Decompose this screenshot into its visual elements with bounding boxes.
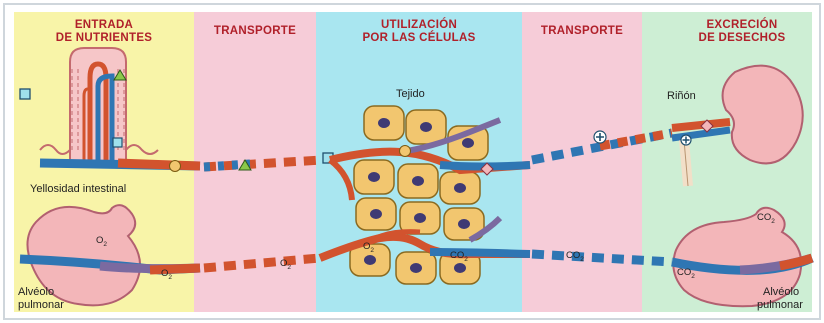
label-tissue: Tejido [396,88,425,100]
cross-molecule-icon [594,131,606,143]
circle-molecule-icon [170,161,181,172]
square-molecule-icon [20,89,30,99]
label-kidney: Riñón [667,90,696,102]
cross-molecule-icon [681,135,691,145]
square-molecule-icon [113,138,122,147]
circle-molecule-icon [400,146,411,157]
label-villus: Yellosidad intestinal [30,183,126,195]
label-alveolus-left-2: pulmonar [18,299,64,311]
label-alveolus-left-1: Alvéolo [18,286,54,298]
heading-utilization-line2: POR LAS CÉLULAS [362,31,475,44]
heading-excretion-line1: EXCRECIÓN [706,18,777,31]
heading-excretion-line2: DE DESECHOS [698,32,785,44]
heading-nutrients-line1: ENTRADA [75,19,133,31]
heading-utilization-line1: UTILIZACIÓN [381,18,457,31]
heading-nutrients-line2: DE NUTRIENTES [56,32,153,44]
heading-transport-left: TRANSPORTE [214,25,296,37]
label-alveolus-right-1: Alvéolo [763,286,799,298]
label-alveolus-right-2: pulmonar [757,299,803,311]
heading-transport-right: TRANSPORTE [541,25,623,37]
